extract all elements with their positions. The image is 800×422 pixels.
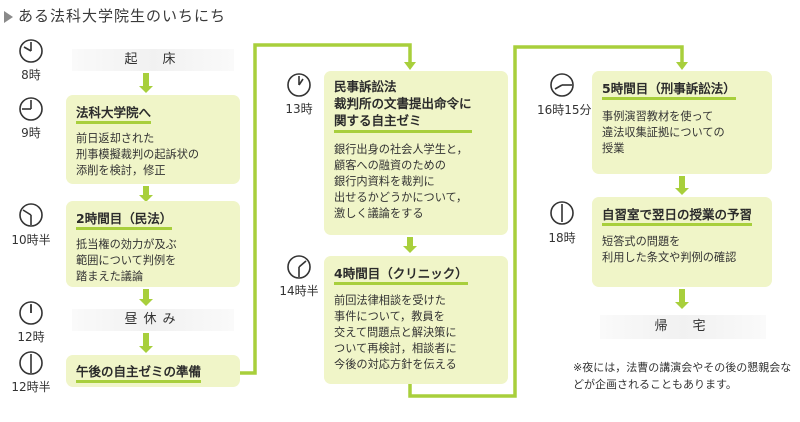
box-heading: 法科大学院へ xyxy=(76,105,152,124)
box-description: 短答式の問題を 利用した条文や判例の確認 xyxy=(602,235,737,264)
triangle-bullet-icon xyxy=(4,10,13,23)
time-label: 18時 xyxy=(548,231,576,245)
clock-18-icon xyxy=(550,201,574,225)
schedule-box-civil-law: 2時間目（民法） 抵当権の効力が及ぶ 範囲について判例を 踏まえた議論 xyxy=(66,201,240,287)
schedule-box-clinic: 4時間目（クリニック） 前回法律相談を受けた 事件について，教員を 交えて問題点… xyxy=(324,256,508,384)
footnote: ※夜には，法曹の講演会やその後の懇親会などが企画されることもあります。 xyxy=(573,361,792,391)
page-title: ある法科大学院生のいちにち xyxy=(4,5,226,26)
lunch-break-step: 昼休み xyxy=(72,309,234,331)
wake-up-step: 起 床 xyxy=(72,49,234,71)
box-heading: 自習室で翌日の授業の予習 xyxy=(602,207,753,226)
clock-1615-icon xyxy=(550,73,574,97)
schedule-box-self-study: 自習室で翌日の授業の予習 短答式の問題を 利用した条文や判例の確認 xyxy=(592,197,772,287)
clock-13-icon xyxy=(287,73,311,97)
flow-arrow xyxy=(675,289,689,309)
flow-arrow xyxy=(139,333,153,353)
box-description: 銀行出身の社会人学生と， 顧客への融資のための 銀行内資料を裁判に 出せるかどう… xyxy=(334,143,468,220)
flow-arrow xyxy=(403,237,417,253)
flow-arrow xyxy=(675,176,689,195)
time-label: 9時 xyxy=(21,126,41,140)
clock-8-icon xyxy=(19,39,43,63)
page-title-text: ある法科大学院生のいちにち xyxy=(18,7,227,25)
time-label: 16時15分 xyxy=(537,103,592,117)
box-heading: 5時間目（刑事訴訟法） xyxy=(602,81,736,100)
clock-12-icon xyxy=(19,301,43,325)
flow-arrow xyxy=(139,289,153,306)
time-label: 13時 xyxy=(285,102,313,116)
clock-1230-icon xyxy=(19,351,43,375)
time-label: 14時半 xyxy=(279,284,319,298)
go-home-step: 帰 宅 xyxy=(600,315,766,339)
box-description: 抵当権の効力が及ぶ 範囲について判例を 踏まえた議論 xyxy=(76,238,177,283)
box-description: 前回法律相談を受けた 事件について，教員を 交えて問題点と解決策に ついて再検討… xyxy=(334,294,457,371)
schedule-box-law-school: 法科大学院へ 前日返却された 刑事模擬裁判の起訴状の 添削を検討，修正 xyxy=(66,95,240,184)
clock-9-icon xyxy=(19,97,43,121)
time-label: 12時半 xyxy=(11,380,51,394)
box-heading: 2時間目（民法） xyxy=(76,211,173,230)
time-label: 12時 xyxy=(17,330,45,344)
box-description: 前日返却された 刑事模擬裁判の起訴状の 添削を検討，修正 xyxy=(76,132,200,177)
schedule-box-civil-procedure-seminar: 民事訴訟法 裁判所の文書提出命令に 関する自主ゼミ 銀行出身の社会人学生と， 顧… xyxy=(324,71,508,235)
time-label: 10時半 xyxy=(11,233,51,247)
schedule-box-criminal-procedure: 5時間目（刑事訴訟法） 事例演習教材を使って 違法収集証拠についての 授業 xyxy=(592,71,772,174)
box-heading: 民事訴訟法 裁判所の文書提出命令に 関する自主ゼミ xyxy=(334,78,472,133)
box-heading: 4時間目（クリニック） xyxy=(334,266,468,285)
box-description: 事例演習教材を使って 違法収集証拠についての 授業 xyxy=(602,110,725,155)
schedule-box-seminar-prep: 午後の自主ゼミの準備 xyxy=(66,355,240,387)
flow-arrow xyxy=(139,73,153,93)
clock-1430-icon xyxy=(287,255,311,279)
flow-arrow xyxy=(139,186,153,202)
time-label: 8時 xyxy=(21,68,41,82)
box-heading: 午後の自主ゼミの準備 xyxy=(76,364,202,383)
clock-1030-icon xyxy=(19,203,43,227)
